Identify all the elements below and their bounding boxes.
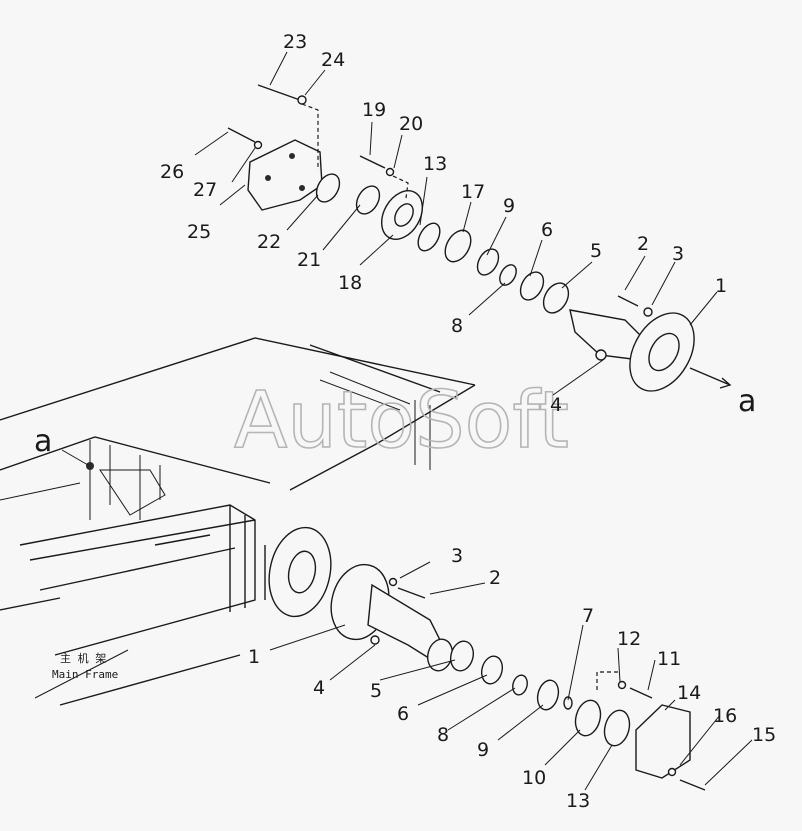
bolt-15	[679, 779, 706, 791]
washer-17	[444, 229, 472, 263]
callout: 8	[437, 724, 449, 746]
callout: 11	[657, 648, 681, 670]
callout: 1	[248, 646, 260, 668]
callout: 4	[313, 677, 325, 699]
callout: 15	[752, 724, 776, 746]
callout: 20	[399, 113, 423, 135]
callout: 3	[672, 243, 684, 265]
washer-3-lower	[388, 577, 398, 587]
callout: 27	[193, 179, 217, 201]
callout: 24	[321, 49, 345, 71]
callouts-lower: 3 2 1 4 5 6 8 9 7 12 11 14 16 15 10 13	[248, 545, 776, 812]
callout: 4	[550, 394, 562, 416]
callout: 12	[617, 628, 641, 650]
callout: 10	[522, 767, 546, 789]
washer-3	[643, 307, 653, 317]
ring-9-lower	[536, 679, 560, 711]
callout: 22	[257, 231, 281, 253]
callout: 16	[713, 705, 737, 727]
callout: 13	[423, 153, 447, 175]
shim-22	[315, 173, 341, 203]
cover-14	[635, 704, 691, 779]
callout: 9	[503, 195, 515, 217]
seal-5-lower	[449, 640, 475, 672]
callout: 26	[160, 161, 184, 183]
bolt-2	[617, 295, 639, 307]
leader-lines	[34, 51, 753, 791]
cover-plate-25	[247, 139, 323, 211]
main-frame	[0, 337, 476, 706]
callout: 19	[362, 99, 386, 121]
ring-21	[355, 185, 381, 215]
ref-marker-right: a	[738, 384, 756, 419]
callout: 14	[677, 682, 701, 704]
callout: 1	[715, 275, 727, 297]
bolt-19	[359, 155, 386, 169]
ref-marker-left: a	[34, 424, 52, 459]
seal-6	[519, 271, 545, 301]
callout: 2	[637, 233, 649, 255]
bolt-2-lower	[397, 587, 426, 599]
bolt-26	[227, 127, 256, 143]
callout: 7	[582, 605, 594, 627]
bolt-11	[629, 687, 653, 699]
callout: 13	[566, 790, 590, 812]
callout: 6	[397, 703, 409, 725]
callout: 25	[187, 221, 211, 243]
callout: 8	[451, 315, 463, 337]
bolt-23	[257, 84, 301, 101]
oring-13	[417, 222, 441, 252]
upper-assembly	[227, 84, 732, 392]
washer-7	[563, 696, 573, 710]
frame-label-cn: 主 机 架	[60, 651, 106, 665]
plug-4-lower	[370, 635, 380, 645]
washer-20	[385, 167, 395, 177]
washer-16	[667, 767, 677, 777]
callout: 17	[461, 181, 485, 203]
washer-24	[297, 95, 307, 105]
callout: 9	[477, 739, 489, 761]
frame-label-en: Main Frame	[52, 668, 118, 681]
callout: 5	[370, 680, 382, 702]
plug-4	[595, 349, 607, 361]
seal-6-lower	[480, 655, 504, 685]
washer-27	[253, 140, 263, 150]
callout: 18	[338, 272, 362, 294]
lower-assembly	[330, 563, 706, 791]
callout: 3	[451, 545, 463, 567]
washer-12	[617, 680, 627, 690]
oring-13-lower	[603, 709, 631, 747]
plate-10	[574, 699, 602, 737]
watermark-text: AutoSoft	[234, 376, 569, 466]
ring-9	[476, 248, 500, 276]
seal-5	[542, 282, 570, 314]
callouts-upper: 23 24 19 20 26 27 25 13 17 9 6 5 2 3 1 2…	[160, 31, 727, 416]
ring-8-lower	[512, 674, 528, 696]
ring-8	[499, 264, 517, 286]
callout: 6	[541, 219, 553, 241]
callout: 5	[590, 240, 602, 262]
callout: 21	[297, 249, 321, 271]
callout: 23	[283, 31, 307, 53]
callout: 2	[489, 567, 501, 589]
